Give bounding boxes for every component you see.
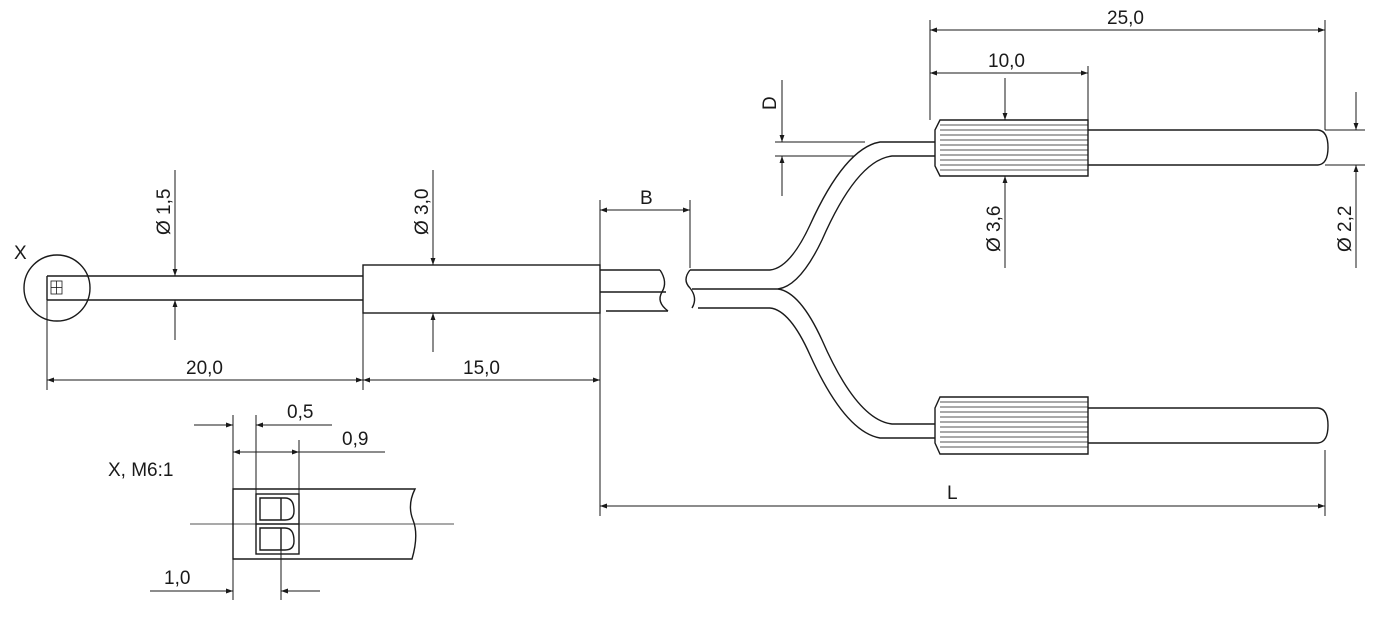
dia-symbol-3: Ø [984,237,1005,252]
dim-detail-0-5: 0,5 [287,402,313,423]
detail-x-geometry [150,415,454,600]
dim-var-break: B [640,188,653,209]
sleeve-geometry [362,264,669,314]
dia-symbol-2: Ø [412,220,433,235]
dim-tip-diameter: 1,5 [154,189,175,215]
dia-symbol-1: Ø [154,220,175,235]
dim-sleeve-length: 15,0 [463,358,500,379]
lower-connector [934,396,1329,455]
dim-knurl-diameter: 3,6 [984,206,1005,232]
dim-var-cable: D [760,96,781,110]
dim-detail-1-0: 1,0 [164,568,190,589]
upper-connector [934,119,1329,177]
dim-knurl-length: 10,0 [988,51,1025,72]
dia-symbol-4: Ø [1335,237,1356,252]
detail-title-label: X, M6:1 [108,460,173,481]
cable-break [685,269,696,309]
dim-pin-diameter: 2,2 [1335,206,1356,232]
dim-tip-length: 20,0 [186,358,223,379]
dim-connector-length: 25,0 [1107,8,1144,29]
sensor-tip-geometry [23,254,363,322]
split-cable-geometry [690,141,935,439]
detail-callout-label: X [14,243,27,264]
dim-sleeve-diameter: 3,0 [412,189,433,215]
dim-var-length: L [947,483,958,504]
dimension-lines [46,20,1365,516]
dim-detail-0-9: 0,9 [342,429,368,450]
